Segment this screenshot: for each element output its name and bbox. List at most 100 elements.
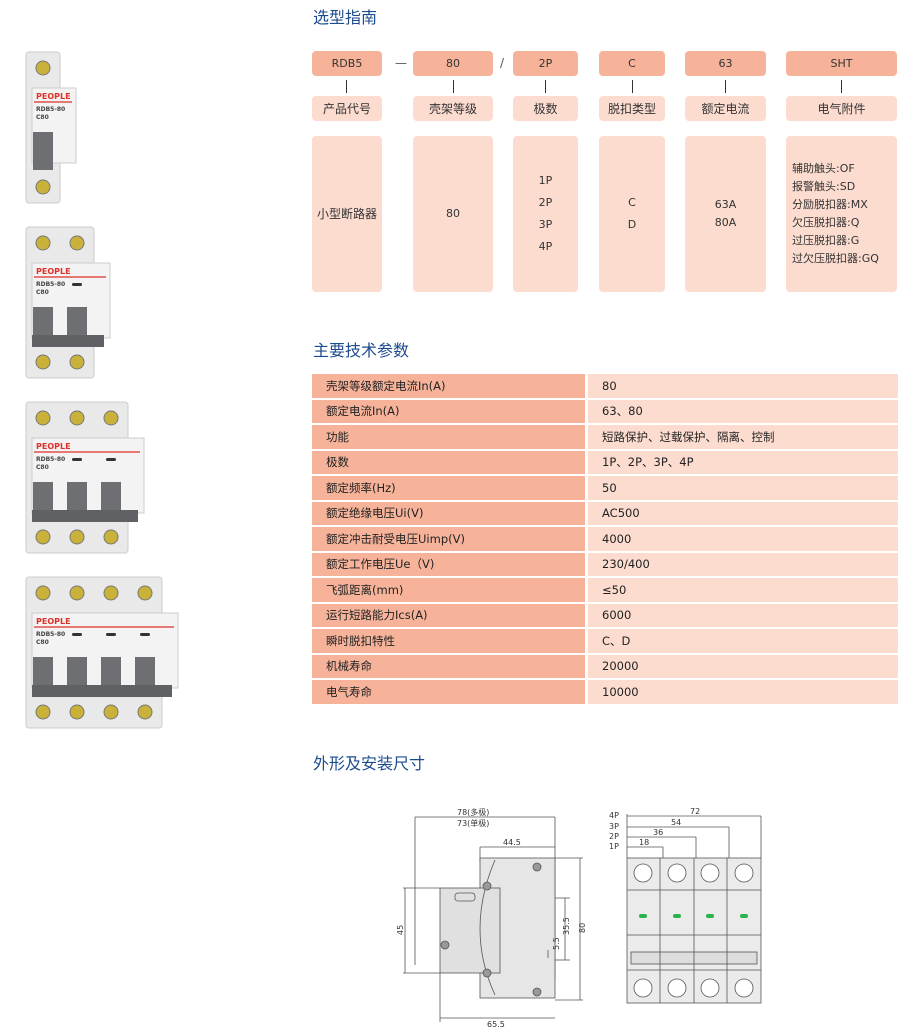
product-name: 小型断路器	[316, 207, 377, 221]
connector-line	[632, 80, 633, 93]
accessory-option: 过欠压脱扣器:GQ	[792, 252, 879, 265]
spec-name: 壳架等级额定电流Ⅰn(A)	[312, 374, 588, 398]
spec-row: 额定工作电压Ue（V)230/400	[312, 552, 898, 576]
detail-frame: 80	[413, 136, 493, 292]
label-poles: 极数	[513, 96, 578, 121]
svg-text:C80: C80	[36, 639, 49, 646]
label-2p: 2P	[609, 832, 619, 841]
spec-name: 瞬时脱扣特性	[312, 629, 588, 653]
spec-name: 额定工作电压Ue（V)	[312, 552, 588, 576]
pole-option: 4P	[538, 240, 553, 253]
spec-name: 机械寿命	[312, 654, 588, 678]
dim-36: 36	[653, 828, 663, 837]
svg-text:RDB5-80: RDB5-80	[36, 106, 65, 113]
svg-text:PEOPLE: PEOPLE	[36, 267, 71, 276]
trip-option: D	[627, 218, 637, 231]
svg-text:C80: C80	[36, 114, 49, 121]
spec-value: 230/400	[588, 552, 898, 576]
pole-option: 3P	[538, 218, 553, 231]
svg-text:PEOPLE: PEOPLE	[36, 442, 71, 451]
pole-option: 2P	[538, 196, 553, 209]
dim-73: 73(单极)	[457, 818, 489, 828]
spec-value: 短路保护、过载保护、隔离、控制	[588, 425, 898, 449]
spec-name: 极数	[312, 450, 588, 474]
code-accessory: SHT	[786, 51, 897, 76]
dimension-drawings: 78(多极) 73(单极) 44.5 45 5.5 35.5 80 65.5 4…	[396, 807, 762, 1029]
spec-name: 电气寿命	[312, 680, 588, 704]
dim-5-5: 5.5	[552, 937, 561, 950]
dim-35-5: 35.5	[562, 917, 571, 935]
spec-row: 额定频率(Hz)50	[312, 476, 898, 500]
label-rated-current: 额定电流	[685, 96, 766, 121]
spec-row: 功能短路保护、过载保护、隔离、控制	[312, 425, 898, 449]
dim-65-5: 65.5	[487, 1020, 505, 1029]
label-frame: 壳架等级	[413, 96, 493, 121]
current-option: 80A	[714, 216, 737, 229]
svg-text:C80: C80	[36, 289, 49, 296]
code-poles: 2P	[513, 51, 578, 76]
label-4p: 4P	[609, 811, 619, 820]
selection-guide-title: 选型指南	[313, 8, 378, 27]
side-view-drawing	[403, 816, 583, 1022]
detail-accessories: 辅助触头:OF 报警触头:SD 分励脱扣器:MX 欠压脱扣器:Q 过压脱扣器:G…	[786, 136, 897, 292]
dim-45: 45	[396, 925, 405, 935]
connector-line	[346, 80, 347, 93]
detail-poles: 1P 2P 3P 4P	[513, 136, 578, 292]
spec-value: 50	[588, 476, 898, 500]
spec-name: 飞弧距离(mm)	[312, 578, 588, 602]
label-product-code: 产品代号	[312, 96, 382, 121]
detail-product: 小型断路器	[312, 136, 382, 292]
spec-value: 6000	[588, 603, 898, 627]
label-trip-type: 脱扣类型	[599, 96, 665, 121]
svg-text:RDB5-80: RDB5-80	[36, 631, 65, 638]
accessory-option: 报警触头:SD	[792, 180, 856, 193]
code-trip: C	[599, 51, 665, 76]
spec-value: 20000	[588, 654, 898, 678]
spec-name: 额定绝缘电压Ui(V)	[312, 501, 588, 525]
front-view-drawing	[626, 814, 762, 1004]
detail-trip: C D	[599, 136, 665, 292]
dim-44-5: 44.5	[503, 838, 521, 847]
connector-line	[545, 80, 546, 93]
spec-value: 10000	[588, 680, 898, 704]
spec-value: 80	[588, 374, 898, 398]
spec-value: 1P、2P、3P、4P	[588, 450, 898, 474]
spec-row: 额定冲击耐受电压Uimp(V)4000	[312, 527, 898, 551]
svg-text:RDB5-80: RDB5-80	[36, 281, 65, 288]
detail-current: 63A 80A	[685, 136, 766, 292]
spec-name: 功能	[312, 425, 588, 449]
spec-value: C、D	[588, 629, 898, 653]
label-3p: 3P	[609, 822, 619, 831]
spec-row: 运行短路能力Ics(A)6000	[312, 603, 898, 627]
spec-value: 4000	[588, 527, 898, 551]
dim-54: 54	[671, 818, 681, 827]
dim-78: 78(多极)	[457, 807, 489, 817]
spec-name: 额定频率(Hz)	[312, 476, 588, 500]
current-option: 63A	[714, 198, 737, 211]
spec-row: 额定绝缘电压Ui(V)AC500	[312, 501, 898, 525]
separator-dash: —	[395, 56, 407, 70]
spec-value: AC500	[588, 501, 898, 525]
frame-value: 80	[446, 207, 460, 220]
dim-80: 80	[578, 923, 587, 933]
accessory-option: 分励脱扣器:MX	[792, 198, 868, 211]
spec-name: 运行短路能力Ics(A)	[312, 603, 588, 627]
trip-option: C	[628, 196, 636, 209]
specs-title: 主要技术参数	[313, 341, 410, 360]
connector-line	[841, 80, 842, 93]
dim-72: 72	[690, 807, 700, 816]
spec-row: 壳架等级额定电流Ⅰn(A)80	[312, 374, 898, 398]
svg-text:C80: C80	[36, 464, 49, 471]
accessory-option: 过压脱扣器:G	[792, 234, 860, 247]
spec-row: 额定电流In(A)63、80	[312, 399, 898, 423]
accessory-option: 欠压脱扣器:Q	[792, 216, 860, 229]
separator-slash: /	[500, 56, 505, 70]
spec-value: 63、80	[588, 399, 898, 423]
label-1p: 1P	[609, 842, 619, 851]
